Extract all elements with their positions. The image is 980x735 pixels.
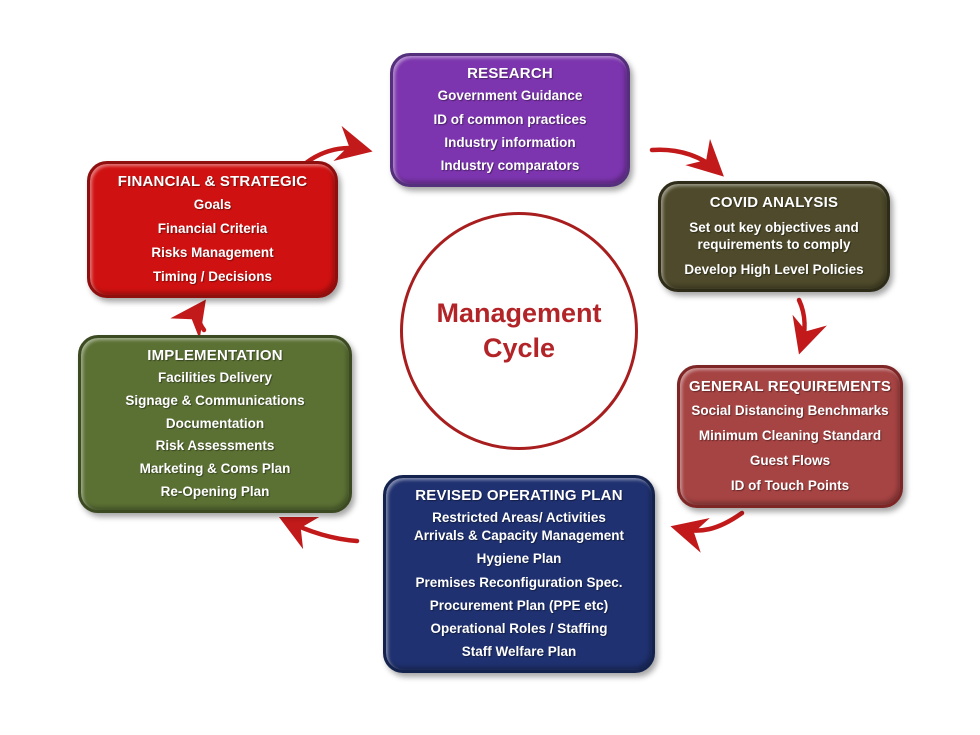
box-revised-operating-plan-item: Procurement Plan (PPE etc)	[429, 597, 609, 613]
box-revised-operating-plan-item-pair: Restricted Areas/ Activities Arrivals & …	[414, 510, 624, 545]
arrow-implementation-to-financial	[170, 299, 207, 340]
box-general-requirements-item: Minimum Cleaning Standard	[698, 428, 882, 444]
box-financial-strategic: FINANCIAL & STRATEGIC Goals Financial Cr…	[87, 161, 338, 298]
box-research-title: RESEARCH	[467, 65, 553, 83]
box-covid-analysis-item: Develop High Level Policies	[684, 261, 864, 277]
box-implementation-item: Documentation	[165, 415, 265, 431]
box-covid-analysis-title: COVID ANALYSIS	[709, 194, 839, 212]
management-cycle-label: Management Cycle	[436, 297, 602, 363]
box-general-requirements: GENERAL REQUIREMENTS Social Distancing B…	[677, 365, 903, 508]
box-general-requirements-item: Social Distancing Benchmarks	[691, 403, 889, 419]
box-implementation-title: IMPLEMENTATION	[147, 346, 283, 364]
box-revised-operating-plan-item: Operational Roles / Staffing	[430, 620, 608, 636]
box-general-requirements-title: GENERAL REQUIREMENTS	[688, 378, 892, 396]
arrow-research-to-covid	[649, 138, 724, 177]
box-covid-analysis: COVID ANALYSIS Set out key objectives an…	[658, 181, 890, 292]
box-research-item: ID of common practices	[433, 111, 587, 127]
box-implementation-item: Re-Opening Plan	[160, 484, 270, 500]
box-research-item: Industry information	[444, 134, 576, 150]
box-general-requirements-item: ID of Touch Points	[730, 478, 850, 494]
box-research-item: Industry comparators	[440, 157, 580, 173]
box-implementation-item: Marketing & Coms Plan	[139, 461, 291, 477]
box-revised-operating-plan: REVISED OPERATING PLAN Restricted Areas/…	[383, 475, 655, 673]
box-revised-operating-plan-title: REVISED OPERATING PLAN	[415, 487, 623, 505]
box-financial-strategic-item: Financial Criteria	[157, 221, 268, 237]
box-research-item: Government Guidance	[437, 88, 583, 104]
box-covid-analysis-item: Set out key objectives and requirements …	[689, 219, 859, 252]
box-financial-strategic-item: Risks Management	[151, 244, 274, 260]
box-financial-strategic-title: FINANCIAL & STRATEGIC	[117, 173, 308, 191]
box-revised-operating-plan-item: Restricted Areas/ Activities	[432, 510, 606, 526]
box-revised-operating-plan-item: Arrivals & Capacity Management	[413, 528, 625, 544]
box-research: RESEARCH Government Guidance ID of commo…	[390, 53, 630, 187]
box-general-requirements-item: Guest Flows	[749, 453, 831, 469]
box-financial-strategic-item: Timing / Decisions	[152, 268, 273, 284]
box-revised-operating-plan-item: Premises Reconfiguration Spec.	[415, 574, 623, 590]
box-revised-operating-plan-item: Staff Welfare Plan	[461, 643, 577, 659]
box-implementation-item: Signage & Communications	[125, 392, 305, 408]
box-implementation: IMPLEMENTATION Facilities Delivery Signa…	[78, 335, 352, 513]
arrow-covid-to-general	[792, 297, 827, 355]
management-cycle-circle: Management Cycle	[400, 212, 638, 450]
box-financial-strategic-item: Goals	[193, 197, 232, 213]
box-implementation-item: Facilities Delivery	[157, 369, 273, 385]
arrow-revised-to-implementation	[278, 516, 360, 550]
arrow-general-to-revised	[670, 510, 745, 553]
box-revised-operating-plan-item: Hygiene Plan	[476, 551, 562, 567]
box-implementation-item: Risk Assessments	[155, 438, 275, 454]
